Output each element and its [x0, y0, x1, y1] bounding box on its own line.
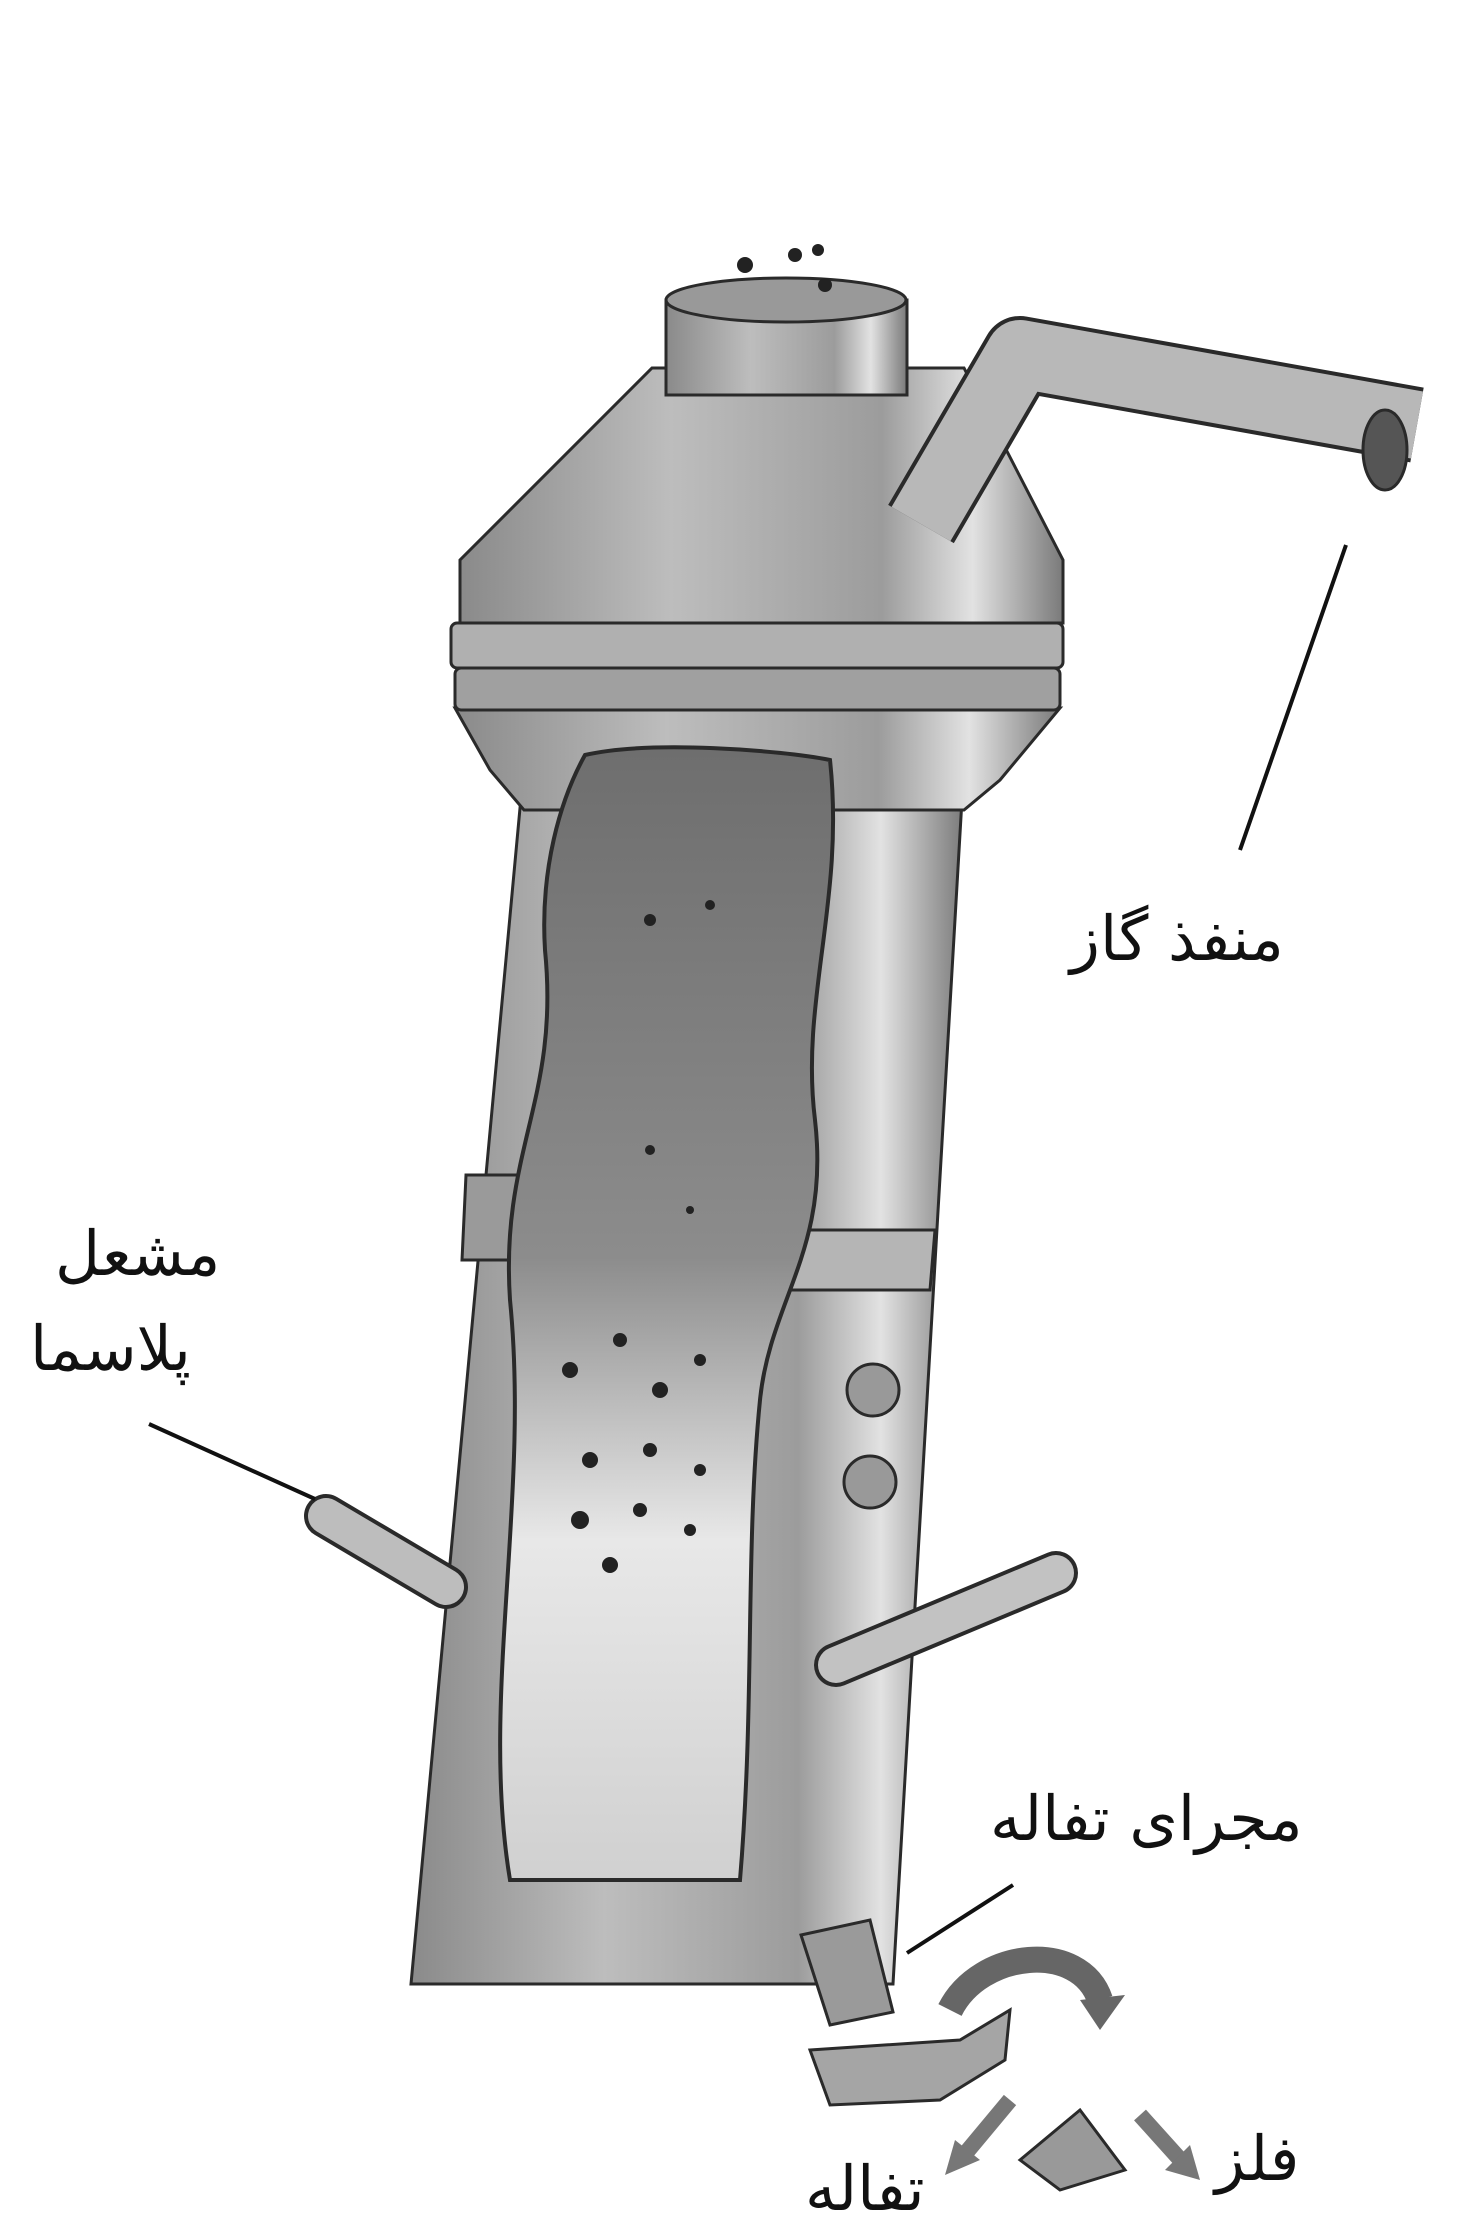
curved-arrow [938, 1946, 1113, 2017]
furnace-ring [453, 666, 1062, 712]
metal-label: فلز [1215, 2122, 1300, 2195]
plasma-torch-label-line1: مشعل [55, 1217, 221, 1290]
furnace-cone [458, 366, 1065, 625]
slag-tray [807, 2007, 1012, 2107]
plasma-torch-leader [148, 1422, 316, 1501]
gas-outlet-label: منفذ گاز [1070, 902, 1284, 975]
gas-outlet-leader [1238, 544, 1348, 851]
slag-label: تفاله [805, 2152, 925, 2225]
port [845, 1362, 901, 1418]
metal-ingot [1017, 2107, 1128, 2192]
slag-channel [799, 1918, 895, 2027]
slag-arrow [953, 2094, 1017, 2166]
metal-arrow [1134, 2109, 1191, 2171]
furnace-interior [498, 745, 836, 1882]
slag-channel-label: مجرای تفاله [990, 1782, 1303, 1855]
slag-channel-leader [905, 1883, 1015, 1955]
furnace-ring [449, 621, 1065, 670]
port [842, 1454, 898, 1510]
feed-particles [737, 244, 832, 292]
particles [562, 900, 715, 1573]
plasma-torch-label-line2: پلاسما [30, 1312, 191, 1385]
